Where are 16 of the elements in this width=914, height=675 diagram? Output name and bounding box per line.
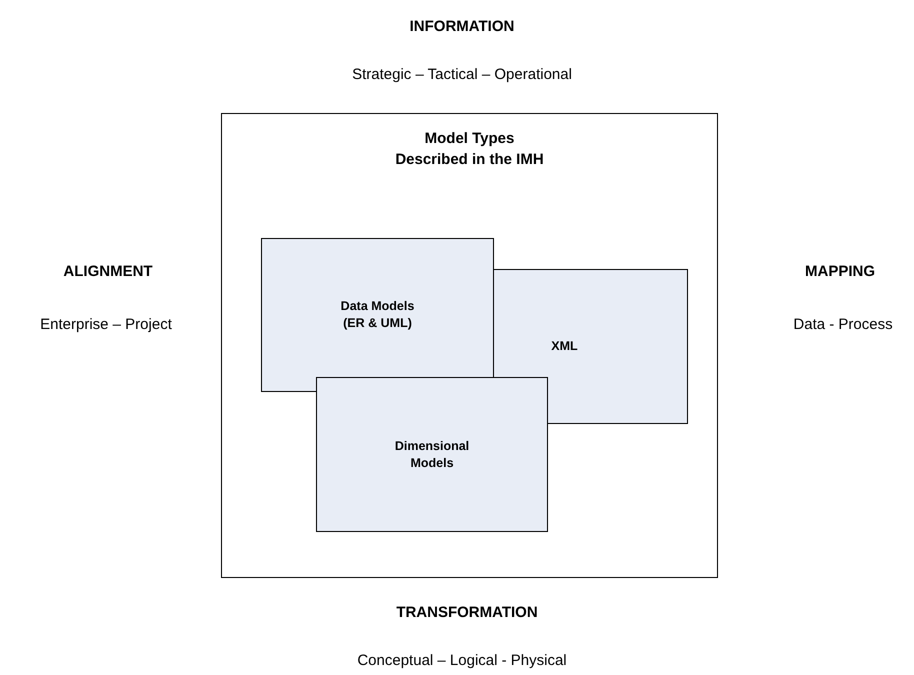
- side-heading: TRANSFORMATION: [396, 602, 538, 623]
- side-heading: INFORMATION: [410, 16, 514, 37]
- side-heading: ALIGNMENT: [63, 262, 153, 282]
- side-subtitle: Conceptual – Logical - Physical: [357, 650, 567, 671]
- box-label: XML: [550, 338, 579, 355]
- container-box: [221, 113, 718, 578]
- model-box: [261, 238, 494, 392]
- model-box: [494, 269, 688, 424]
- model-box: [316, 377, 548, 532]
- side-subtitle: Data - Process: [793, 314, 893, 335]
- container-title: Model Types Described in the IMH: [394, 129, 545, 170]
- box-label: Data Models (ER & UML): [340, 298, 416, 332]
- side-heading: MAPPING: [805, 262, 875, 282]
- side-subtitle: Strategic – Tactical – Operational: [352, 64, 572, 85]
- box-label: Dimensional Models: [394, 438, 470, 472]
- side-subtitle: Enterprise – Project: [40, 314, 172, 335]
